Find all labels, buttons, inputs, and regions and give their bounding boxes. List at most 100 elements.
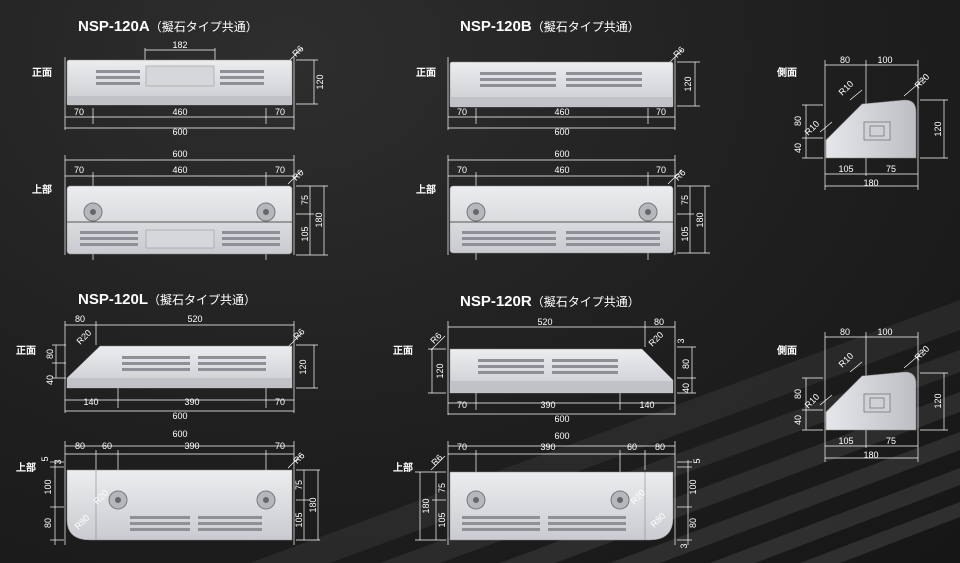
dim-text: 600 xyxy=(172,429,188,439)
dim-text: 120 xyxy=(933,393,943,409)
nsp120a-front-body xyxy=(66,59,293,106)
dim-text: 60 xyxy=(626,442,638,452)
dim-text: 75 xyxy=(300,194,310,206)
side-view-1-body xyxy=(825,99,917,159)
dim-text: 600 xyxy=(172,127,188,137)
dim-text: 75 xyxy=(437,482,447,494)
dim-text: 120 xyxy=(435,363,445,379)
dim-text: 390 xyxy=(184,397,200,407)
dim-text: 120 xyxy=(683,76,693,92)
dim-text: 520 xyxy=(537,317,553,327)
dim-text: 600 xyxy=(554,149,570,159)
dim-text: 460 xyxy=(172,107,188,117)
dim-text: 3 xyxy=(679,543,689,549)
dim-text: 80 xyxy=(839,55,851,65)
model-note: （擬石タイプ共通） xyxy=(531,20,640,34)
nsp120r-top-body xyxy=(449,471,674,541)
model-name: NSP-120B xyxy=(460,18,532,35)
dim-text: 100 xyxy=(877,55,893,65)
dim-text: 75 xyxy=(294,479,304,491)
dim-text: 75 xyxy=(885,164,897,174)
label-side: 側面 xyxy=(777,68,797,79)
model-name: NSP-120A xyxy=(78,18,150,35)
label-top: 上部 xyxy=(416,185,436,196)
dim-text: 70 xyxy=(274,165,286,175)
dim-text: 70 xyxy=(655,107,667,117)
dim-text: 40 xyxy=(45,374,55,386)
dim-text: 70 xyxy=(274,397,286,407)
dim-text: 60 xyxy=(101,441,113,451)
dim-text: 120 xyxy=(933,121,943,137)
dim-text: 100 xyxy=(688,479,698,495)
dim-text: 390 xyxy=(540,442,556,452)
label-top: 上部 xyxy=(16,463,36,474)
dim-text: 3 xyxy=(676,338,686,344)
dim-text: 80 xyxy=(688,517,698,529)
dim-text: 100 xyxy=(877,327,893,337)
dim-text: 80 xyxy=(654,442,666,452)
dim-text: 80 xyxy=(793,388,803,400)
dim-text: 70 xyxy=(456,400,468,410)
dim-text: 80 xyxy=(74,314,86,324)
nsp120r-front-body xyxy=(449,348,674,394)
dim-text: 80 xyxy=(45,348,55,360)
dim-text: 180 xyxy=(421,498,431,514)
dim-text: 140 xyxy=(83,397,99,407)
dim-text: 80 xyxy=(74,441,86,451)
dim-text: 180 xyxy=(695,212,705,228)
dim-text: 105 xyxy=(294,512,304,528)
dim-text: 120 xyxy=(315,74,325,90)
dim-text: 120 xyxy=(298,359,308,375)
dim-text: 40 xyxy=(793,414,803,426)
nsp120a-top-body xyxy=(66,185,293,255)
dim-text: 75 xyxy=(885,436,897,446)
title-nsp120r: NSP-120R（擬石タイプ共通） xyxy=(460,293,640,310)
dim-text: 105 xyxy=(838,164,854,174)
dim-text: 105 xyxy=(680,226,690,242)
model-name: NSP-120R xyxy=(460,293,532,310)
dim-text: 600 xyxy=(172,149,188,159)
dim-text: 460 xyxy=(554,107,570,117)
nsp120l-top-body xyxy=(66,469,293,541)
dim-text: 80 xyxy=(43,517,53,529)
dim-text: 70 xyxy=(73,165,85,175)
dim-text: 70 xyxy=(274,441,286,451)
nsp120b-top-body xyxy=(449,185,674,254)
label-top: 上部 xyxy=(32,185,52,196)
dimension-lines xyxy=(50,47,948,545)
dim-text: 100 xyxy=(43,479,53,495)
label-front: 正面 xyxy=(32,68,52,79)
label-top: 上部 xyxy=(393,463,413,474)
dim-text: 80 xyxy=(681,358,691,370)
dim-text: 40 xyxy=(793,142,803,154)
model-note: （擬石タイプ共通） xyxy=(148,293,257,307)
dim-text: 75 xyxy=(680,194,690,206)
dim-text: 80 xyxy=(839,327,851,337)
dim-text: 70 xyxy=(274,107,286,117)
dim-text: 460 xyxy=(554,165,570,175)
title-nsp120b: NSP-120B（擬石タイプ共通） xyxy=(460,18,640,35)
dim-text: 140 xyxy=(639,400,655,410)
dim-text: 70 xyxy=(456,165,468,175)
dim-text: 180 xyxy=(863,450,879,460)
dim-text: 105 xyxy=(437,512,447,528)
nsp120b-front-body xyxy=(449,61,674,108)
dim-text: 70 xyxy=(73,107,85,117)
dim-text: 105 xyxy=(838,436,854,446)
dim-text: 70 xyxy=(456,107,468,117)
dim-text: 600 xyxy=(554,431,570,441)
dim-text: 600 xyxy=(554,414,570,424)
dim-text: 390 xyxy=(184,441,200,451)
dim-text: 600 xyxy=(172,411,188,421)
dim-text: 5 xyxy=(692,458,702,464)
dim-text: 180 xyxy=(308,497,318,513)
dim-text: 80 xyxy=(653,317,665,327)
dim-text: 182 xyxy=(172,40,188,50)
dim-text: 80 xyxy=(793,115,803,127)
title-nsp120a: NSP-120A（擬石タイプ共通） xyxy=(78,18,258,35)
label-front: 正面 xyxy=(16,346,36,357)
dim-text: 105 xyxy=(300,226,310,242)
dim-text: 40 xyxy=(681,382,691,394)
